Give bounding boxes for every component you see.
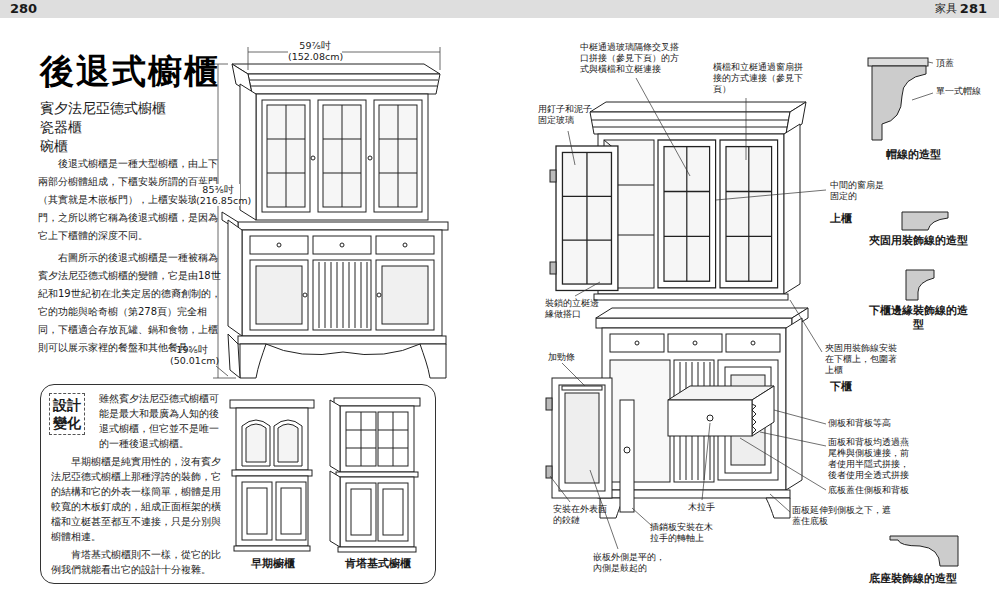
body-text: 後退式櫥櫃是一種大型櫥櫃，由上下兩部分櫥體組成，下櫃安裝所謂的百葉門（其實就是木…: [38, 155, 222, 245]
figure-caption: 下櫃邊緣裝飾線的造型: [868, 304, 968, 332]
callout-note: 中間的窗扇是固定的: [830, 180, 890, 202]
page-number: 280: [10, 1, 37, 17]
figure-caption: 下櫃: [830, 380, 870, 394]
page-number: 281: [960, 1, 987, 17]
callout-note: 側板和背板等高: [828, 418, 908, 429]
callout-note: 嵌板外側是平的，內側是鼓起的: [593, 552, 673, 574]
figure-caption: 早期櫥櫃: [243, 557, 303, 571]
dimension: 19⅝吋 (50.01cm): [170, 344, 214, 366]
dimension: 59⅞吋 (152.08cm): [288, 40, 342, 62]
callout-note: 裝鎖的立梃邊緣做搭口: [545, 298, 600, 320]
page-header-band: 家具281: [500, 0, 999, 18]
box-text: 肯塔基式櫥櫃則不一樣，從它的比例我們就能看出它的設計十分複雜。: [51, 547, 225, 577]
callout-note: 底板蓋住側板和背板: [828, 485, 918, 496]
subtitle: 賓夕法尼亞德式櫥櫃: [40, 100, 240, 118]
callout-note: 夾固用裝飾線安裝在下櫃上，包圍著上櫃: [825, 343, 900, 376]
callout-note: 木拉手: [688, 502, 728, 513]
box-text: 早期櫥櫃是純實用性的，沒有賓夕法尼亞德式櫥櫃上那種浮誇的裝飾，它的結構和它的外表…: [51, 454, 225, 544]
callout-note: 單一式帽線: [936, 86, 981, 97]
callout-note: 中梃通過玻璃隔條交叉搭口拼接（參見下頁）的方式與橫檔和立梃連接: [580, 42, 685, 75]
figure-caption: 肯塔基式櫥櫃: [338, 557, 418, 571]
dimension: 85⅜吋 (216.85cm): [196, 184, 240, 206]
figure-caption: 帽線的造型: [868, 148, 958, 162]
callout-note: 插銷板安裝在木拉手的轉軸上: [650, 522, 720, 544]
callout-note: 面板延伸到側板之下，遮蓋住底板: [792, 505, 892, 527]
callout-note: 安裝在外表面的鉸鏈: [553, 504, 608, 526]
callout-note: 頂蓋: [936, 58, 976, 69]
figure-caption: 夾固用裝飾線的造型: [868, 234, 968, 248]
design-variation-box: 設計變化雖然賓夕法尼亞德式櫥櫃可能是最大和最廣為人知的後退式櫥櫃，但它並不是唯一…: [40, 384, 436, 584]
figure-caption: 底座裝飾線的造型: [858, 572, 968, 586]
page-header-band: 280: [0, 0, 500, 18]
box-heading: 設計變化: [49, 393, 85, 435]
section-name: 家具: [935, 2, 957, 16]
page-title: 後退式櫥櫃: [40, 50, 220, 93]
box-text: 雖然賓夕法尼亞德式櫥櫃可能是最大和最廣為人知的後退式櫥櫃，但它並不是唯一的一種後…: [99, 391, 225, 451]
figure-caption: 上櫃: [830, 212, 870, 226]
callout-note: 加勁條: [548, 352, 588, 363]
callout-note: 面板和背板均透過燕尾榫與側板連接，前者使用半隱式拼接，後者使用全透式拼接: [828, 437, 913, 481]
subtitle: 碗櫃: [40, 138, 240, 156]
callout-note: 用釘子和泥子固定玻璃: [538, 104, 598, 126]
callout-note: 橫檔和立梃通過窗扇拼接的方式連接（參見下頁）: [713, 62, 803, 95]
body-text: 右圖所示的後退式櫥櫃是一種被稱為賓夕法尼亞德式櫥櫃的變體，它是由18世紀和19世…: [38, 249, 222, 357]
subtitle: 瓷器櫃: [40, 119, 240, 137]
